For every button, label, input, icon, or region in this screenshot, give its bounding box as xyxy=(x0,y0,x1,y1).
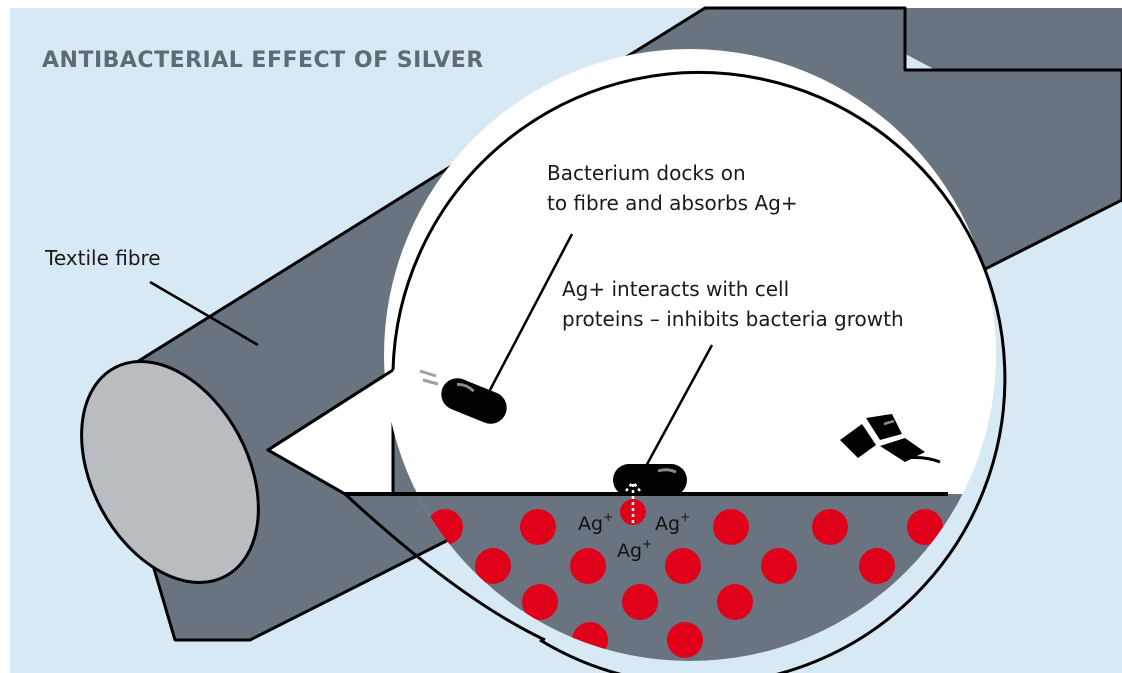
bacterium-docked xyxy=(613,464,687,496)
dock-label-line2: to fibre and absorbs Ag+ xyxy=(547,191,798,215)
silver-particle xyxy=(761,548,797,584)
diagram-title: ANTIBACTERIAL EFFECT OF SILVER xyxy=(42,48,484,73)
silver-particle xyxy=(622,584,658,620)
silver-particle xyxy=(713,509,749,545)
silver-particle xyxy=(667,622,703,658)
fibre-label: Textile fibre xyxy=(44,246,161,270)
silver-particle xyxy=(812,509,848,545)
dock-label-line1: Bacterium docks on xyxy=(547,161,746,185)
silver-particle xyxy=(717,584,753,620)
silver-particle xyxy=(665,548,701,584)
silver-particle xyxy=(859,548,895,584)
silver-particle xyxy=(570,548,606,584)
interact-label-line2: proteins – inhibits bacteria growth xyxy=(562,307,904,331)
interact-label-line1: Ag+ interacts with cell xyxy=(562,277,789,301)
silver-particle xyxy=(520,509,556,545)
